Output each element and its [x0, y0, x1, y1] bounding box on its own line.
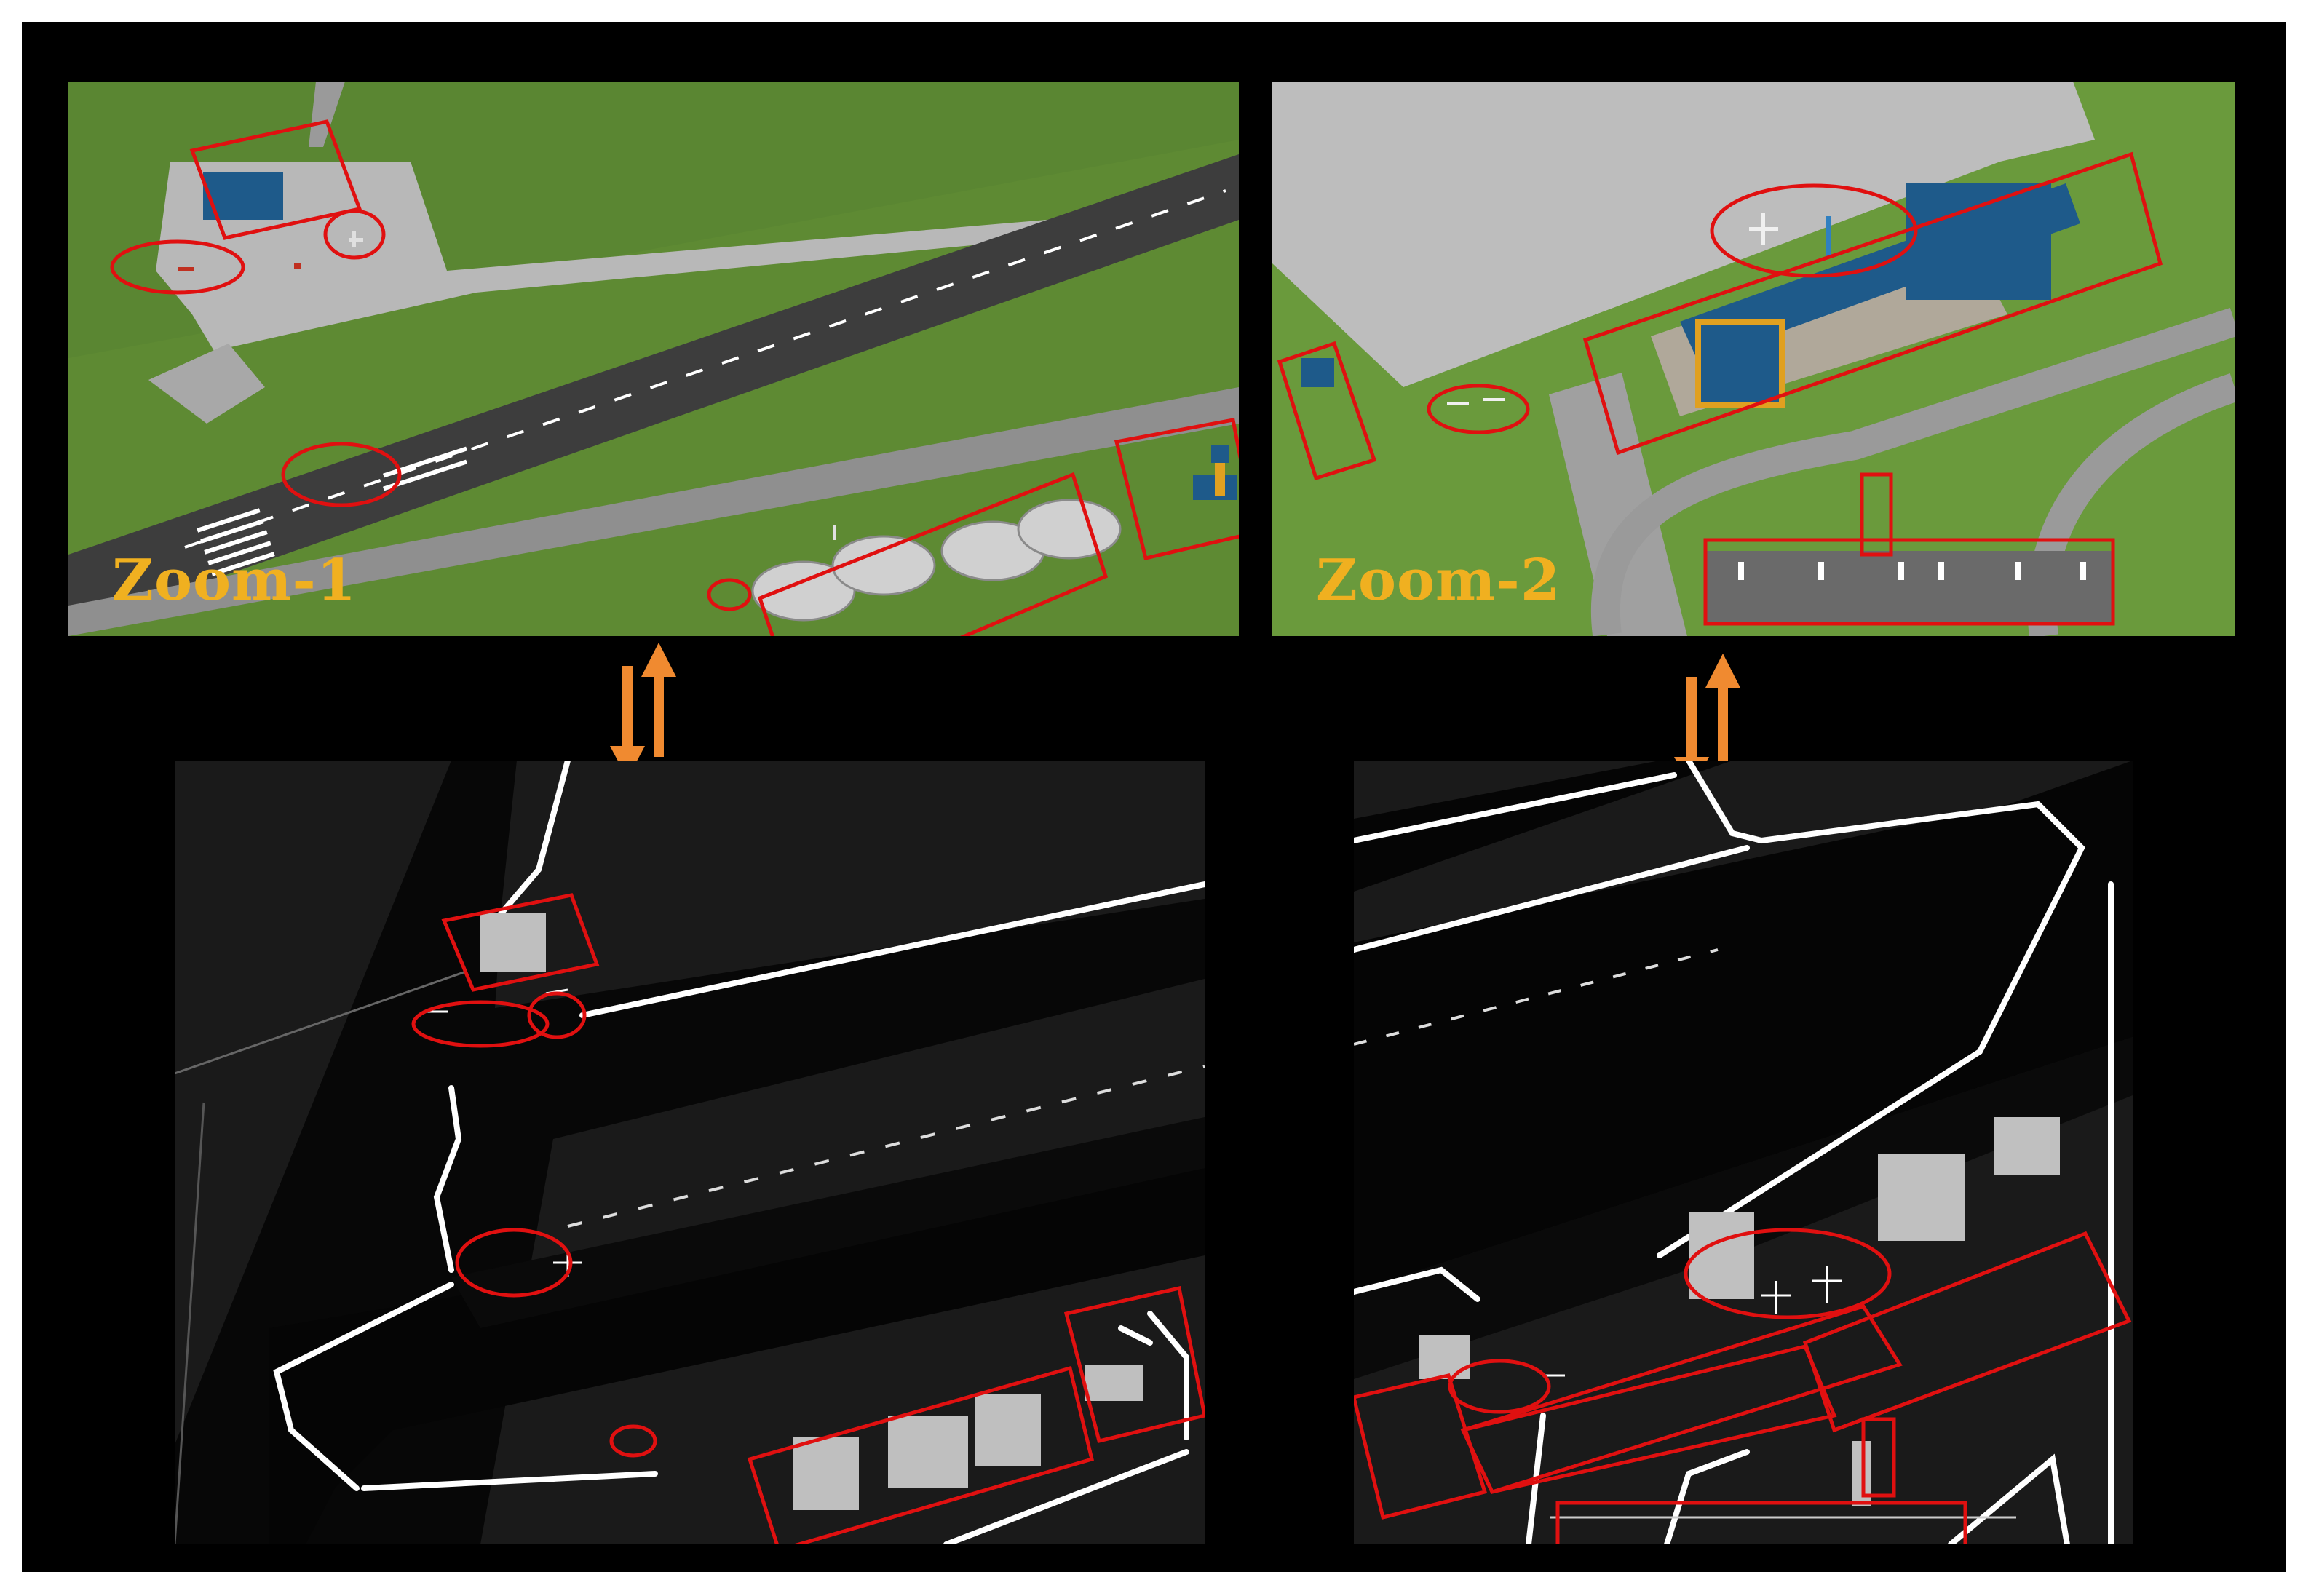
zoom-1-pointcloud — [175, 761, 1205, 1544]
double-arrow-icon — [604, 637, 684, 782]
zoom-2-pointcloud — [1354, 761, 2133, 1544]
figure-frame: Zoom-1 — [22, 22, 2286, 1572]
zoom-2-scene: Zoom-2 — [1272, 82, 2235, 636]
zoom-1-label: Zoom-1 — [112, 547, 357, 614]
zoom-1-scene: Zoom-1 — [68, 82, 1239, 636]
zoom-2-label: Zoom-2 — [1316, 547, 1561, 614]
